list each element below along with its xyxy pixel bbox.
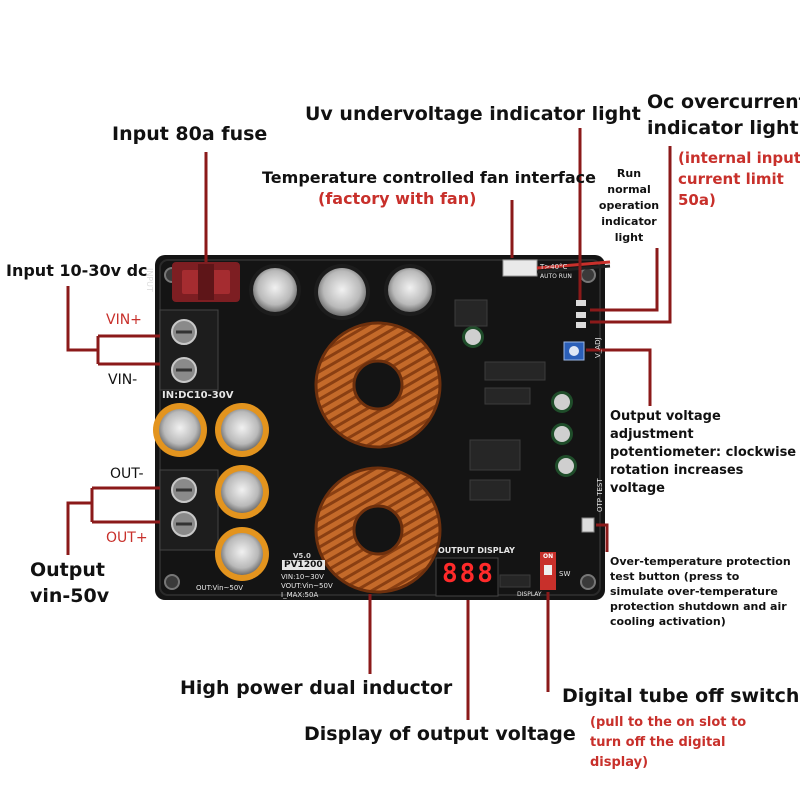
silk-vin: VIN:10~30V: [281, 573, 324, 581]
label-output-range-1: Output: [30, 559, 105, 581]
label-vin-minus: VIN-: [108, 372, 138, 388]
label-uv-light: Uv undervoltage indicator light: [305, 103, 641, 125]
small-capacitors: [462, 326, 577, 477]
output-terminals: [159, 469, 219, 551]
silk-display: DISPLAY: [517, 591, 542, 598]
label-tube-note-3: display): [590, 755, 649, 770]
display-digits: 888: [442, 559, 495, 589]
label-pot-3: potentiometer: clockwise: [610, 445, 797, 460]
input-terminals: [159, 309, 219, 391]
label-out-plus: OUT+: [106, 530, 148, 546]
label-oc-note-3: 50a): [678, 191, 716, 209]
silk-vout: VOUT:Vin~50V: [281, 582, 333, 590]
silk-otp: OTP TEST: [596, 478, 604, 512]
label-otp-5: cooling activation): [610, 615, 726, 628]
label-pot-4: rotation increases: [610, 463, 744, 478]
label-fan-note: (factory with fan): [318, 189, 477, 208]
label-vin-plus: VIN+: [106, 312, 142, 328]
label-input-range: Input 10-30v dc: [6, 261, 148, 280]
leader-lines: [66, 128, 672, 720]
silk-version: V5.0: [293, 552, 311, 560]
label-otp-2: test button (press to: [610, 570, 740, 583]
label-run-4: indicator: [601, 215, 657, 228]
label-run-1: Run: [616, 167, 642, 180]
label-oc-light-1: Oc overcurrent: [647, 91, 800, 113]
label-output-range-2: vin-50v: [30, 585, 110, 607]
silk-imax: I_MAX:50A: [281, 591, 319, 599]
label-oc-light-2: indicator light: [647, 117, 799, 139]
label-inductor: High power dual inductor: [180, 677, 453, 699]
silk-fan: T>40°C: [540, 263, 568, 271]
label-run-5: light: [614, 231, 644, 244]
label-run-3: operation: [598, 199, 660, 212]
silk-on: ON: [543, 553, 554, 560]
label-tube-note-2: turn off the digital: [590, 735, 726, 750]
label-otp-4: protection shutdown and air: [610, 600, 787, 613]
fan-connector: [502, 259, 538, 277]
label-input-fuse: Input 80a fuse: [112, 123, 268, 145]
silk-run: AUTO RUN: [540, 273, 572, 280]
silk-out: OUT:Vin~50V: [196, 584, 244, 592]
chips: [454, 299, 546, 588]
otp-button: [581, 517, 595, 533]
label-pot-5: voltage: [610, 481, 665, 496]
dual-inductor: [314, 321, 442, 594]
label-oc-note-1: (internal input: [678, 149, 800, 167]
label-run-2: normal: [607, 183, 651, 196]
label-otp-3: simulate over-temperature: [610, 585, 778, 598]
label-pot-2: adjustment: [610, 427, 694, 442]
label-fan-interface: Temperature controlled fan interface: [262, 168, 596, 187]
fuse: [172, 262, 240, 302]
label-oc-note-2: current limit: [678, 170, 784, 188]
label-tube-note-1: (pull to the on slot to: [590, 715, 747, 730]
silk-model: PV1200: [282, 560, 325, 571]
silk-vadj: V_ADJ: [594, 337, 602, 358]
label-out-minus: OUT-: [110, 466, 144, 482]
label-pot-1: Output voltage: [610, 409, 721, 424]
silk-sw: SW: [559, 570, 571, 578]
input-capacitors: [249, 264, 436, 320]
output-capacitors: [153, 403, 269, 581]
silk-output-display: OUTPUT DISPLAY: [438, 546, 515, 555]
indicator-leds: [576, 300, 586, 328]
label-tube-switch: Digital tube off switch: [562, 685, 800, 707]
label-display: Display of output voltage: [304, 723, 576, 745]
label-otp-1: Over-temperature protection: [610, 555, 791, 568]
digital-display: [435, 557, 499, 597]
silk-input-range: IN:DC10-30V: [162, 390, 234, 401]
